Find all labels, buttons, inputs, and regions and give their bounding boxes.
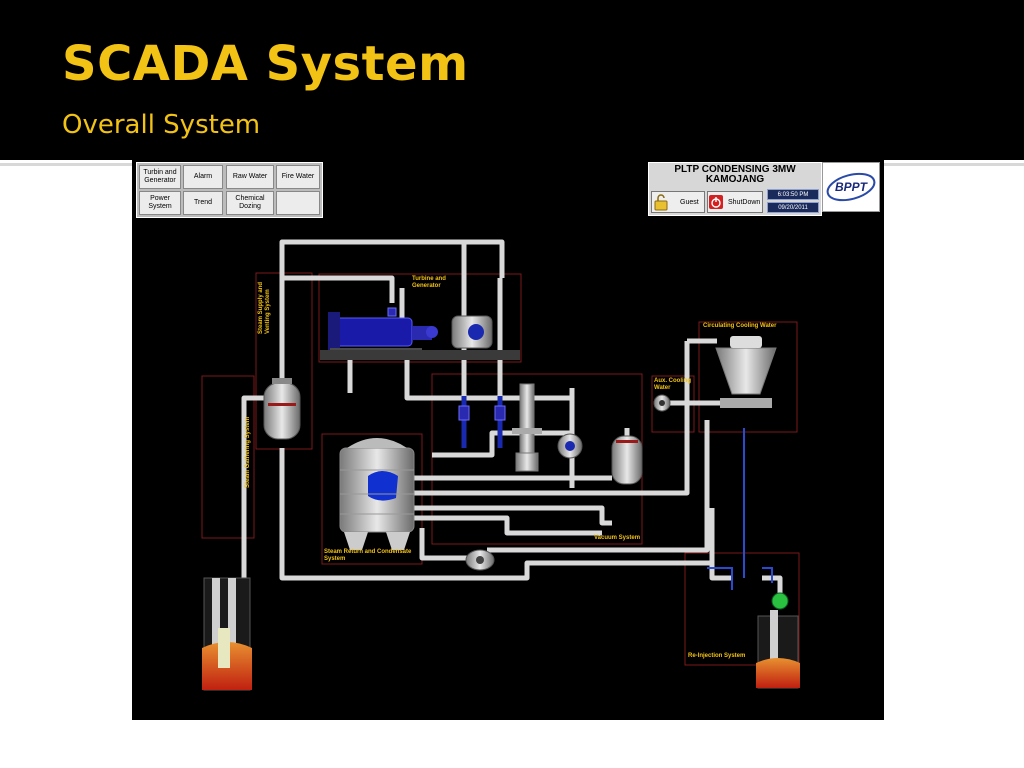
vacuum-pump	[557, 433, 583, 459]
lock-icon	[654, 194, 668, 211]
clock-date: 09/20/2011	[767, 202, 819, 213]
shutdown-button[interactable]: ShutDown	[707, 191, 763, 213]
scada-screen: Turbin and Generator Alarm Raw Water Fir…	[132, 158, 884, 720]
plant-name-line2: KAMOJANG	[705, 174, 765, 185]
turbine-rotor	[468, 324, 484, 340]
raw-water-button[interactable]: Raw Water	[226, 165, 274, 189]
plant-name: PLTP CONDENSING 3MW KAMOJANG	[649, 165, 821, 185]
label-reinjection: Re-Injection System	[688, 653, 746, 659]
label-circulating-cooling: Circulating Cooling Water	[703, 323, 777, 329]
logo-text: BPPT	[835, 180, 869, 194]
aux-fan	[653, 394, 671, 412]
label-steam-return: Steam Return and Condensate System	[324, 549, 412, 562]
empty-nav-button[interactable]	[276, 191, 320, 215]
plant-header: PLTP CONDENSING 3MW KAMOJANG Guest ShutD…	[648, 162, 822, 216]
power-system-button[interactable]: Power System	[139, 191, 181, 215]
reinjection-pump	[771, 592, 789, 610]
cooling-tower	[715, 336, 777, 408]
coupling-hub	[426, 326, 438, 338]
slide-subtitle: Overall System	[62, 110, 261, 140]
bppt-logo-mark: BPPT	[826, 172, 876, 202]
ejector	[512, 383, 542, 472]
shutdown-label: ShutDown	[728, 198, 761, 206]
label-turbine-generator: Turbine and Generator	[412, 276, 446, 289]
clock-time: 6:03:50 PM	[767, 189, 819, 200]
turbine-deck	[320, 350, 520, 360]
generator-end-cap	[328, 312, 340, 352]
guest-label: Guest	[680, 198, 699, 206]
trend-button[interactable]: Trend	[183, 191, 223, 215]
chemical-dosing-button[interactable]: Chemical Dozing	[226, 191, 274, 215]
reinjection-well	[756, 592, 800, 689]
label-steam-gathering: Steam Gathering System	[245, 416, 251, 488]
slide-title: SCADA System	[62, 36, 469, 92]
cooling-lines	[707, 428, 773, 590]
production-well	[202, 577, 252, 691]
label-vacuum-system: Vacuum System	[594, 535, 641, 541]
fire-water-button[interactable]: Fire Water	[276, 165, 320, 189]
valves	[387, 307, 506, 421]
guest-login-button[interactable]: Guest	[651, 191, 705, 213]
nav-panel: Turbin and Generator Alarm Raw Water Fir…	[136, 162, 323, 218]
label-aux-cooling: Aux. Cooling Water	[654, 378, 691, 391]
turbine-generator-button[interactable]: Turbin and Generator	[139, 165, 181, 189]
bppt-logo: BPPT	[822, 162, 880, 212]
steam-separator	[263, 378, 301, 440]
plant-name-line1: PLTP CONDENSING 3MW	[674, 164, 796, 175]
condenser	[339, 438, 415, 550]
pipes	[241, 239, 783, 598]
aux-condenser	[611, 435, 643, 485]
label-steam-supply: Steam Supply and Venting System	[258, 281, 271, 334]
generator	[331, 317, 413, 347]
slide-header: SCADA System Overall System	[0, 0, 1024, 160]
alarm-button[interactable]: Alarm	[183, 165, 223, 189]
condensate-pump	[465, 549, 495, 571]
process-diagram	[201, 239, 800, 691]
power-icon	[709, 195, 723, 209]
condenser-water	[368, 471, 398, 501]
